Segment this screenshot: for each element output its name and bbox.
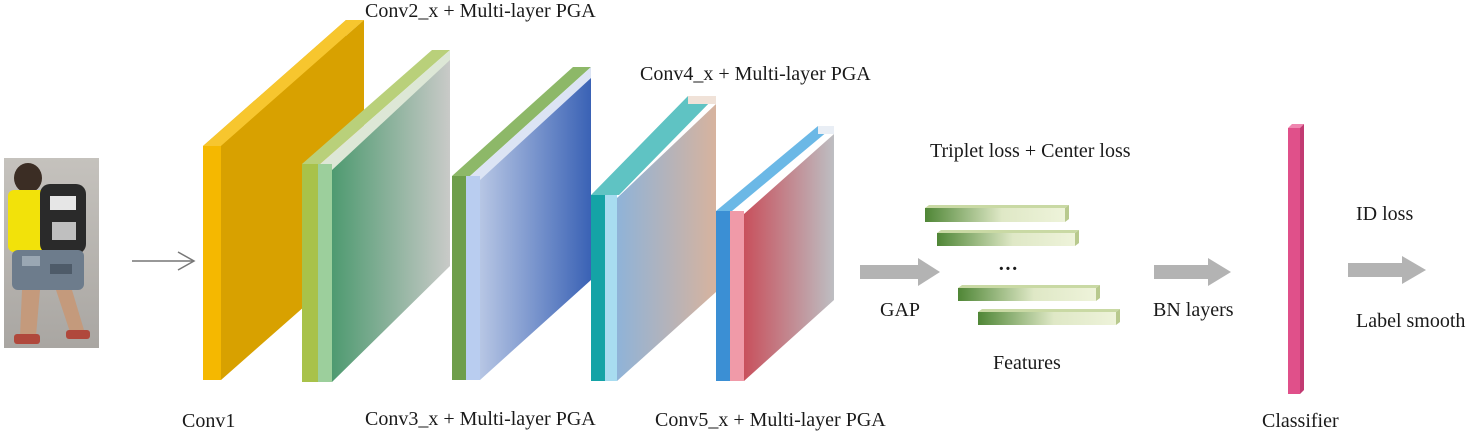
feature-bar-2 [937, 230, 1079, 246]
features-label: Features [993, 352, 1061, 374]
bn-layers-label: BN layers [1153, 299, 1234, 321]
conv5-label: Conv5_x + Multi-layer PGA [655, 409, 886, 431]
feature-bar-1 [925, 205, 1069, 222]
id-loss-label: ID loss [1356, 203, 1414, 225]
gap-label: GAP [880, 299, 921, 321]
conv4-block [591, 96, 716, 381]
ellipsis-label: ··· [998, 258, 1019, 280]
feature-bar-4 [978, 309, 1120, 325]
conv3-label: Conv3_x + Multi-layer PGA [365, 408, 596, 430]
label-smooth-label: Label smooth [1356, 310, 1466, 332]
input-person-image [4, 158, 99, 348]
feature-bar-3 [958, 285, 1100, 301]
conv4-label: Conv4_x + Multi-layer PGA [640, 63, 871, 85]
output-arrow-icon [1348, 256, 1426, 284]
conv5-block [716, 126, 834, 381]
conv2-label: Conv2_x + Multi-layer PGA [365, 0, 596, 22]
conv1-block [203, 20, 364, 380]
classifier-bar [1288, 124, 1304, 394]
classifier-label: Classifier [1262, 410, 1339, 432]
bn-arrow-icon [1154, 258, 1231, 286]
conv3-block [452, 67, 591, 380]
gap-arrow-icon [860, 258, 940, 286]
thin-arrow-icon [132, 251, 196, 271]
conv1-label: Conv1 [182, 410, 236, 432]
loss-label: Triplet loss + Center loss [930, 140, 1131, 162]
conv2-block [302, 50, 450, 382]
